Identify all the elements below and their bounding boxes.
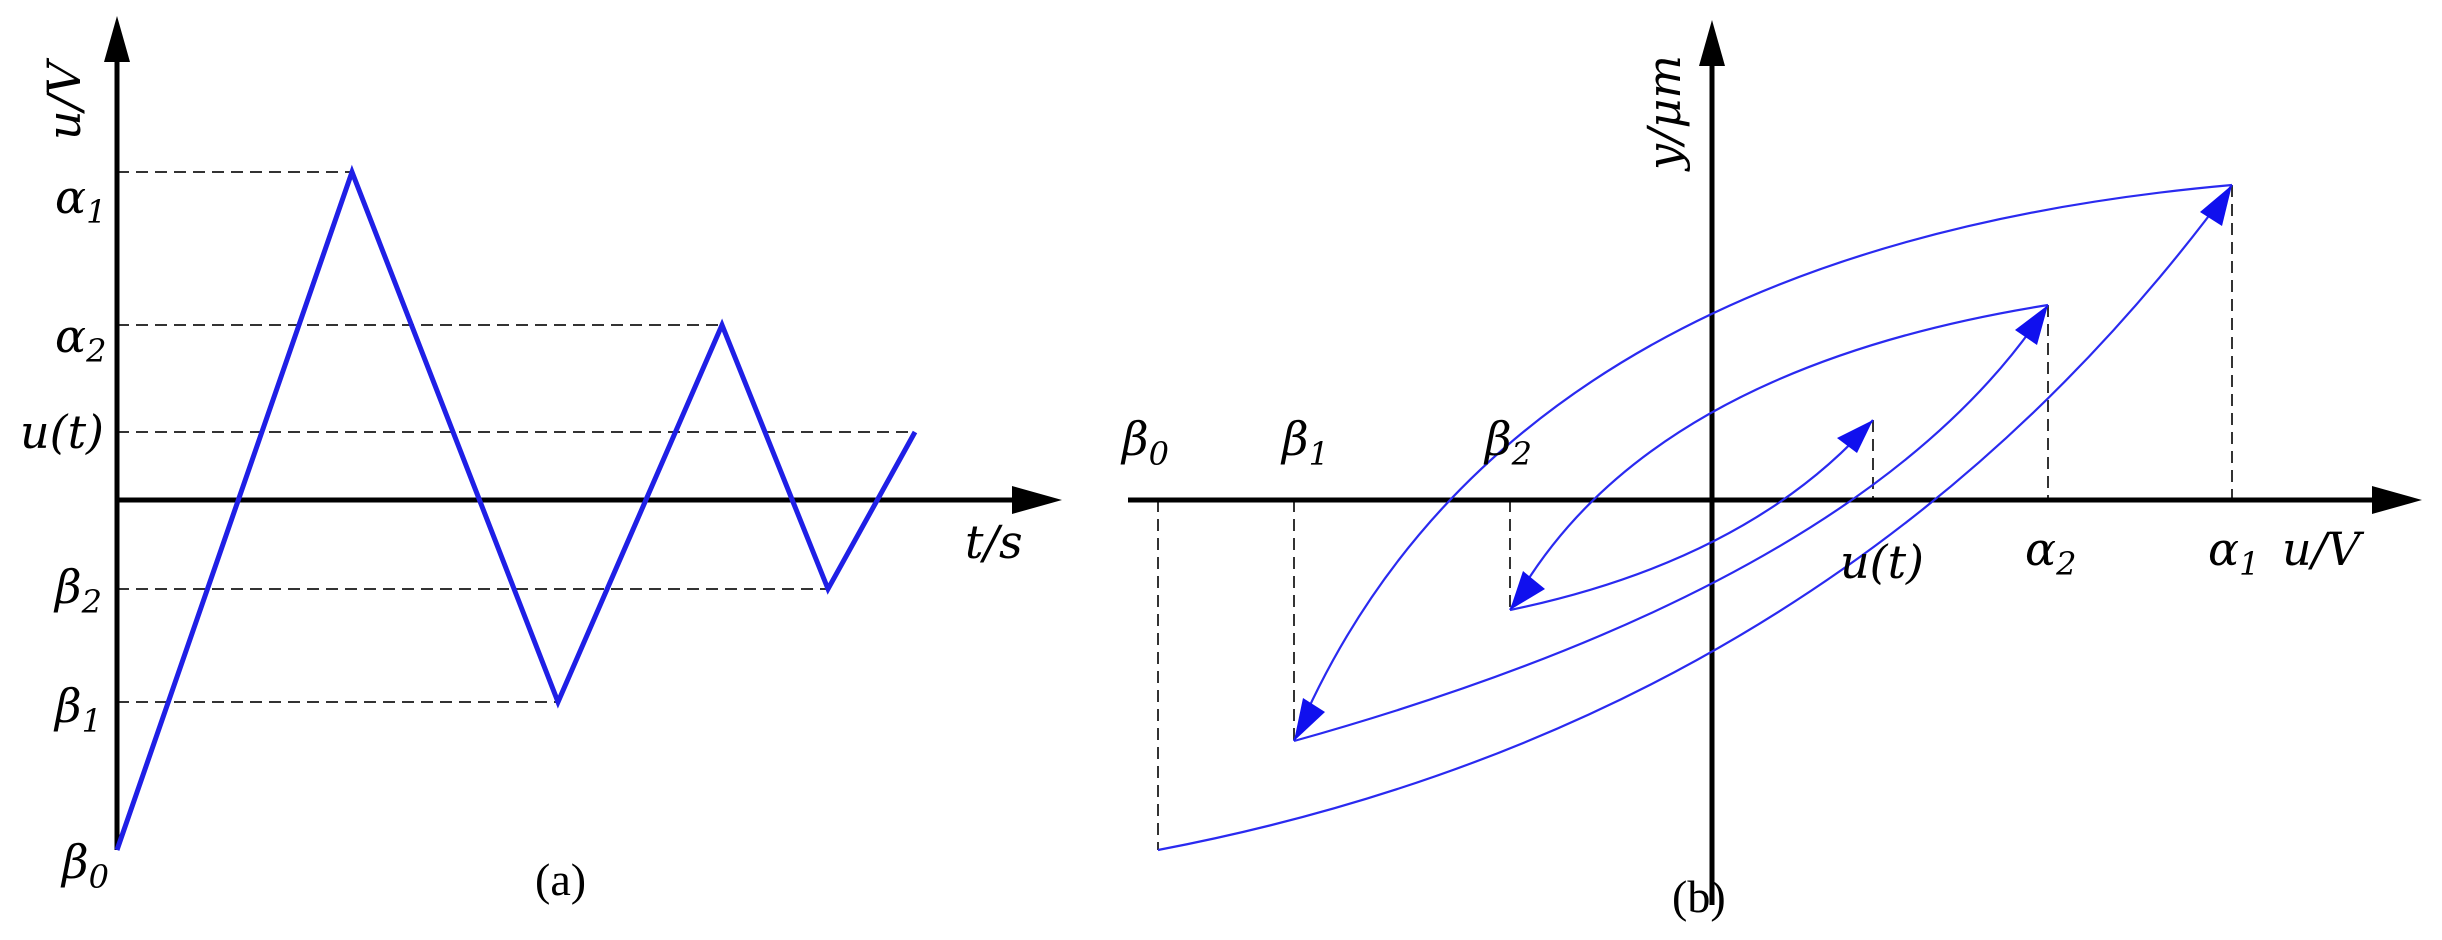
y-axis-b-arrow <box>1699 20 1725 66</box>
b-label-beta0: β0 <box>1120 412 1169 473</box>
major-loop-descending <box>1292 183 2233 742</box>
level-label-beta1: β1 <box>53 679 102 740</box>
arrow-to-alpha2 <box>2015 305 2048 345</box>
loop-beta2-to-ut <box>1509 419 1874 612</box>
y-axis-a-label: u/V <box>37 57 91 140</box>
x-axis-b-label: u/V <box>2282 522 2365 576</box>
x-axis-a-label: t/s <box>965 515 1023 569</box>
arrow-to-alpha1 <box>2200 185 2232 226</box>
b-label-ut: u(t) <box>1840 535 1924 589</box>
level-label-beta2: β2 <box>53 560 102 621</box>
loop-alpha2-to-beta2 <box>1509 303 2049 611</box>
level-label-alpha2: α2 <box>55 309 106 370</box>
level-label-beta0: β0 <box>60 835 109 896</box>
y-axis-a-arrow <box>104 16 130 62</box>
loop-beta1-to-alpha2 <box>1293 304 2049 743</box>
arrow-to-ut <box>1837 420 1873 453</box>
caption-a: (a) <box>535 854 586 905</box>
panel-b: y/μm u/V β0 β1 β2 u(t) α2 α1 (b) <box>1120 20 2422 922</box>
level-label-alpha1: α1 <box>55 170 106 231</box>
b-label-beta2: β2 <box>1483 412 1532 473</box>
caption-b: (b) <box>1672 871 1726 922</box>
arrow-to-beta1 <box>1294 698 1325 741</box>
y-axis-b-label: y/μm <box>1637 55 1691 172</box>
input-signal <box>114 164 918 851</box>
major-loop-ascending <box>1157 184 2233 852</box>
x-axis-b-arrow <box>2372 486 2422 514</box>
panel-a: u/V t/s α1 α2 u(t) β2 β1 β0 (a) <box>20 16 1062 905</box>
arrow-to-beta2 <box>1510 571 1545 610</box>
x-axis-a-arrow <box>1012 486 1062 514</box>
level-label-ut: u(t) <box>20 405 104 459</box>
b-label-alpha2: α2 <box>2025 522 2076 583</box>
b-label-beta1: β1 <box>1280 412 1329 473</box>
b-label-alpha1: α1 <box>2208 522 2259 583</box>
